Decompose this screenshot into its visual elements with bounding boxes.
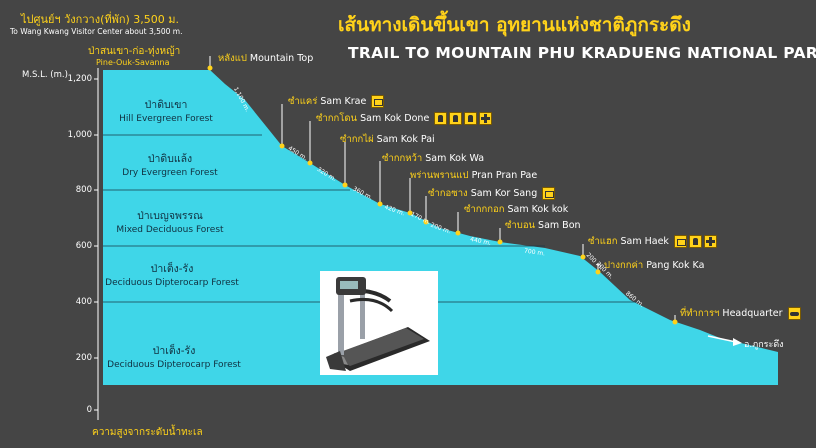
peak-label: หลังแป Mountain Top: [218, 51, 313, 66]
exit-label: อ.ภูกระดึง: [744, 340, 784, 350]
y-tick-label: 1,000: [67, 130, 92, 140]
zone-english: Dry Evergreen Forest: [122, 168, 218, 178]
toilet-icon: [688, 235, 702, 248]
station-leaders: [279, 104, 678, 325]
zone-english: Hill Evergreen Forest: [119, 114, 213, 124]
y-tick-label: 600: [75, 241, 92, 251]
title-english: TRAIL TO MOUNTAIN PHU KRADUENG NATIONAL …: [348, 44, 816, 62]
station-label: ซำแฮก Sam Haek: [588, 234, 717, 249]
station-label: ซำแคร่ Sam Krae: [288, 94, 385, 109]
zone-english: Mixed Deciduous Forest: [116, 225, 224, 235]
station-icons: [432, 112, 493, 125]
station-label: ซำบอน Sam Bon: [505, 220, 581, 231]
y-tick-label: 0: [86, 405, 92, 415]
exit-arrow-line: [707, 335, 737, 343]
first-aid-icon: [703, 235, 717, 248]
y-axis-tick-marks: [94, 78, 98, 411]
station-label: พร่านพรานแป Pran Pran Pae: [410, 170, 538, 181]
treadmill-image: [320, 271, 438, 375]
station-icons: [540, 187, 556, 200]
zone-thai: ป่าเบญจพรรณ: [137, 210, 203, 222]
station-icons: [369, 95, 385, 108]
axis-label: M.S.L. (m.): [22, 70, 68, 80]
zone-thai: ป่าดิบแล้ง: [147, 153, 193, 165]
y-tick-label: 400: [75, 297, 92, 307]
top-zone-english: Pine-Ouk-Savanna: [96, 58, 170, 67]
station-icons: [786, 307, 801, 320]
visitor-center-note-english: To Wang Kwang Visitor Center about 3,500…: [10, 27, 183, 36]
station-label: ซำกกโดน Sam Kok Done: [316, 111, 493, 126]
mountain-profile: [103, 70, 778, 385]
station-label: ซำกกหว้า Sam Kok Wa: [382, 153, 485, 164]
station-icons: [672, 235, 717, 248]
first-aid-icon: [479, 112, 493, 125]
station-label: ที่ทำการฯ Headquarter: [680, 306, 801, 321]
y-tick-label: 200: [75, 353, 92, 363]
y-tick-label: 800: [75, 185, 92, 195]
zone-english: Deciduous Dipterocarp Forest: [107, 360, 241, 370]
axis-bottom-label: ความสูงจากระดับน้ำทะเล: [92, 427, 203, 438]
station-label: ซำกอซาง Sam Kor Sang: [428, 186, 556, 201]
shop-icon: [371, 95, 385, 108]
shop-icon: [542, 187, 556, 200]
peak-label-thai: หลังแป: [218, 53, 247, 64]
toilet-icon: [434, 112, 448, 125]
zone-thai: ป่าดิบเขา: [144, 99, 188, 111]
y-tick-label: 1,200: [67, 74, 92, 84]
exit-arrow-head: [733, 338, 742, 346]
zone-english: Deciduous Dipterocarp Forest: [105, 278, 239, 288]
visitor-center-note-thai: ไปศูนย์ฯ วังกวาง(ที่พัก) 3,500 ม.: [21, 13, 180, 26]
car-icon: [787, 307, 801, 320]
station-label: ซำกกกอก Sam Kok kok: [464, 204, 569, 215]
toilet-icon: [464, 112, 478, 125]
shop-icon: [673, 235, 687, 248]
station-label: ซำกกไผ่ Sam Kok Pai: [340, 134, 435, 145]
toilet-icon: [449, 112, 463, 125]
title-thai: เส้นทางเดินขึ้นเขา อุทยานแห่งชาติภูกระดึ…: [338, 14, 691, 36]
peak-label-english: Mountain Top: [249, 53, 314, 64]
peak-marker: [207, 65, 213, 71]
treadmill-drawing: [320, 271, 438, 375]
zone-thai: ป่าเต็ง-รัง: [152, 345, 196, 357]
station-label: ปางกกค่า Pang Kok Ka: [604, 260, 705, 271]
zone-thai: ป่าเต็ง-รัง: [150, 263, 194, 275]
top-zone-thai: ป่าสนเขา-ก่อ-ทุ่งหญ้า: [88, 46, 181, 57]
